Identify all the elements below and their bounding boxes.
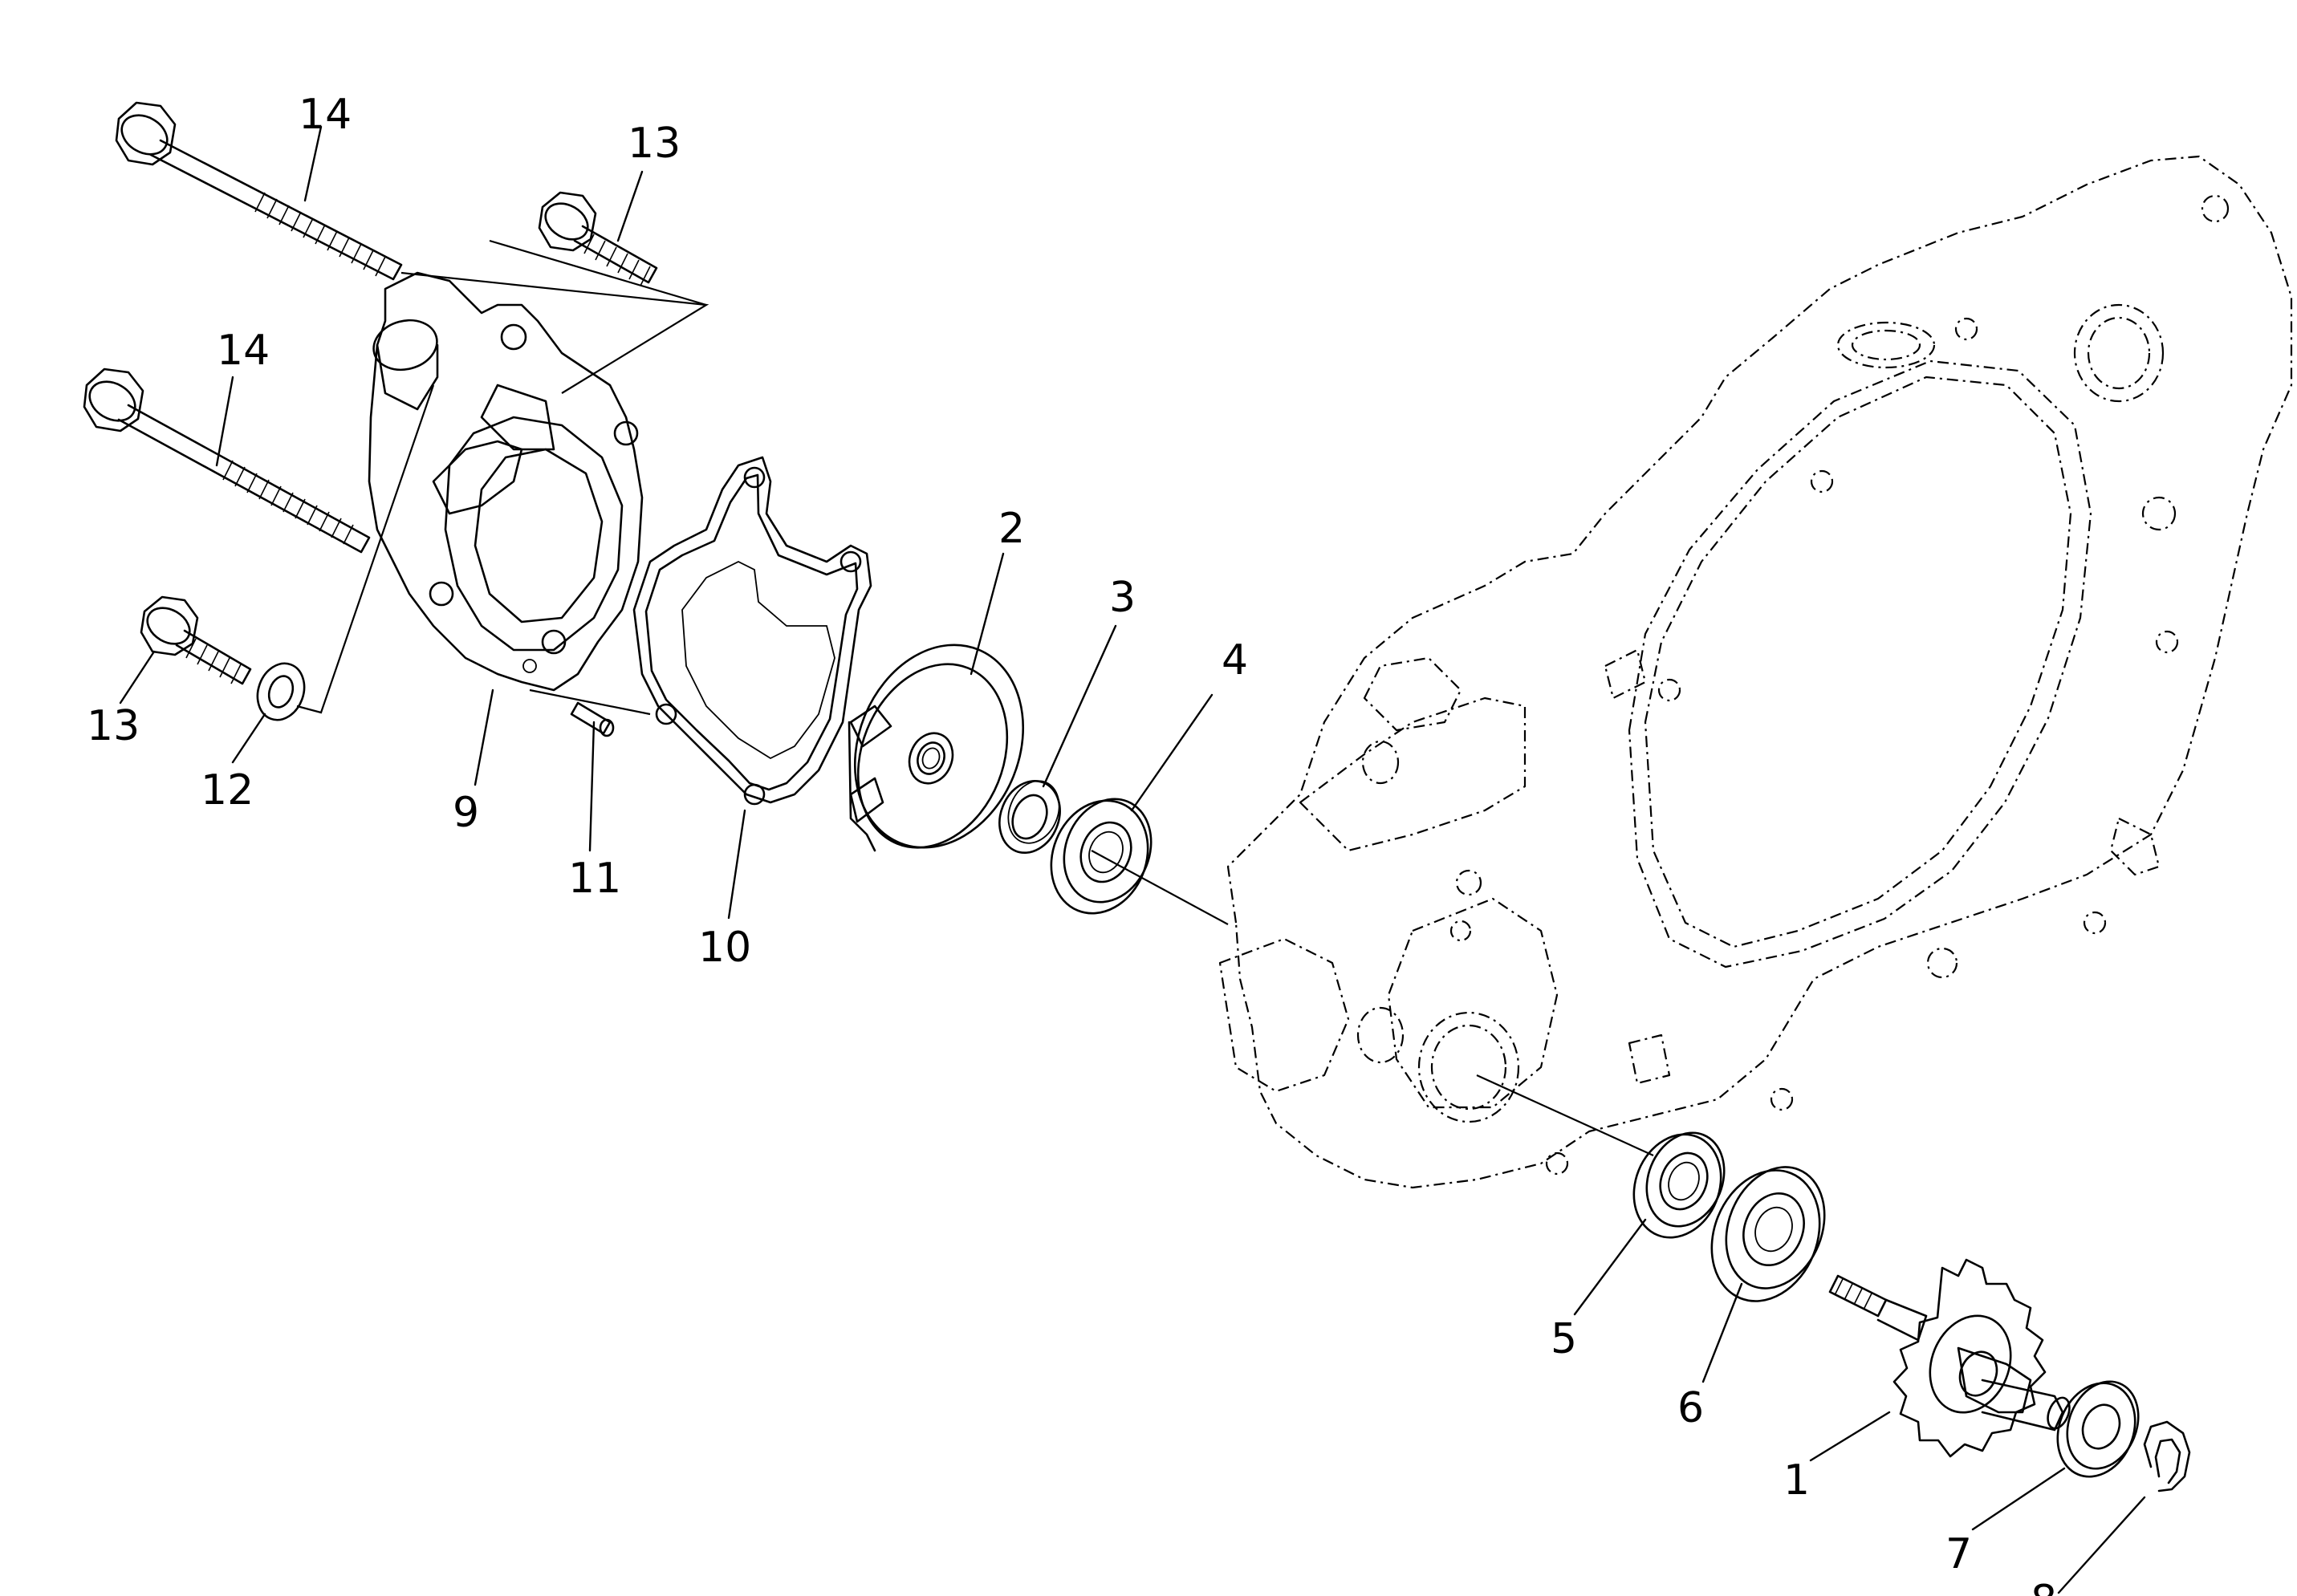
- gasket-10: [632, 456, 872, 806]
- callout-13-lower: 13: [87, 702, 140, 750]
- bolt-13-upper: [538, 191, 658, 286]
- impeller-2: [848, 644, 1025, 852]
- callout-labels: 14 13 14 13 12 9 11 10 2 3 4 5 6 1 7 8: [87, 91, 2057, 1596]
- callout-5: 5: [1551, 1315, 1577, 1363]
- callout-13-upper: 13: [628, 120, 681, 168]
- callout-6: 6: [1677, 1384, 1704, 1432]
- gear-shaft-1: [1828, 1258, 2071, 1458]
- callout-14-lower: 14: [217, 327, 270, 375]
- bearing-6: [1710, 1166, 1826, 1302]
- callout-12: 12: [201, 766, 254, 814]
- circlip-8: [2143, 1420, 2191, 1492]
- washer-12: [256, 662, 306, 721]
- washer-7: [2056, 1380, 2140, 1478]
- washer-3: [998, 779, 1061, 855]
- bearing-5: [1632, 1131, 1726, 1239]
- callout-9: 9: [453, 789, 479, 837]
- bolt-14-upper: [115, 101, 403, 281]
- dowel-pin-11: [570, 701, 615, 737]
- callout-1: 1: [1783, 1456, 1810, 1505]
- pump-cover-9: [368, 271, 644, 692]
- callout-10: 10: [698, 924, 751, 972]
- callout-8: 8: [2031, 1577, 2057, 1596]
- callout-14-upper: 14: [299, 91, 352, 139]
- bolt-13-lower: [140, 595, 252, 685]
- leader-lines: [119, 125, 2146, 1594]
- callout-11: 11: [568, 855, 621, 903]
- callout-2: 2: [998, 505, 1025, 553]
- callout-7: 7: [1945, 1530, 1972, 1578]
- bolt-14-lower: [83, 368, 371, 554]
- callout-3: 3: [1109, 574, 1136, 622]
- callout-4: 4: [1222, 636, 1248, 684]
- assembly-axis-lines: [296, 239, 1654, 1157]
- crankcase-cover: [1218, 155, 2293, 1189]
- bearing-4: [1050, 798, 1153, 915]
